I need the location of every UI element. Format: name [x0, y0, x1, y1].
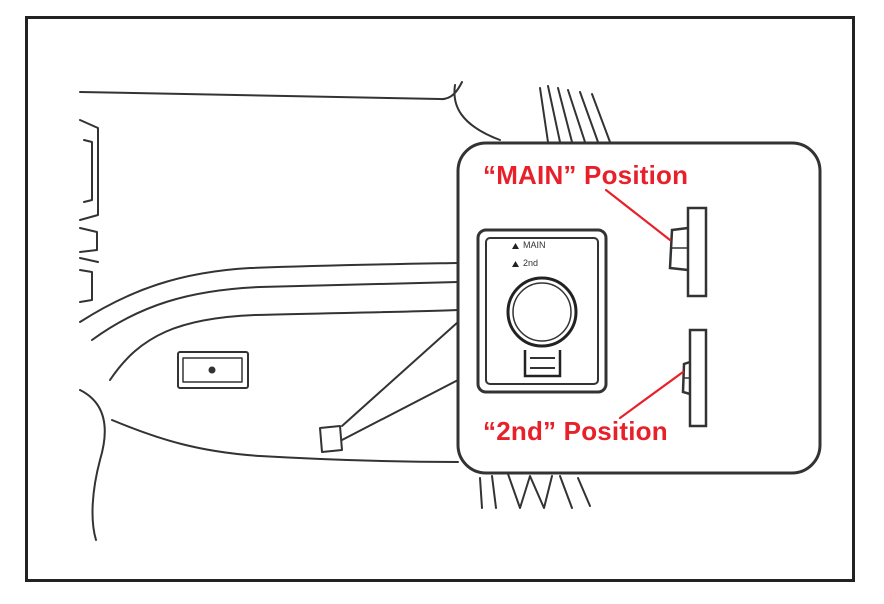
second-position-detail: [681, 328, 708, 428]
background-hatch-bottom: [479, 473, 591, 509]
main-position-detail: [668, 206, 708, 298]
panel-main-text: MAIN: [523, 240, 546, 250]
main-position-label: “MAIN” Position: [483, 160, 689, 190]
left-vent: [79, 119, 99, 303]
dashboard-ridge: [453, 84, 501, 141]
background-hatch-top: [539, 85, 611, 143]
second-callout-line: [618, 370, 685, 420]
leader-line-lower: [341, 379, 459, 441]
dashboard-lower-line-1: [79, 262, 459, 323]
leader-line-upper: [341, 321, 459, 427]
callout-arrows: [604, 188, 685, 420]
switch-location-box: [319, 425, 343, 453]
dashboard-left-curve: [79, 389, 106, 541]
dashboard-bottom-edge: [111, 419, 459, 463]
main-callout-line: [604, 188, 672, 242]
dashboard-switch-inner: [182, 357, 243, 383]
switch-plate: [476, 228, 608, 394]
panel-2nd-text: 2nd: [523, 258, 539, 268]
dashboard-switch-dot: [208, 366, 216, 374]
dashboard-switch-outline: [177, 351, 249, 389]
dashboard-lower-line-3: [109, 309, 459, 381]
dashboard-lower-line-2: [91, 281, 459, 341]
second-position-label: “2nd” Position: [483, 416, 668, 446]
dashboard-top-edge: [79, 81, 463, 101]
